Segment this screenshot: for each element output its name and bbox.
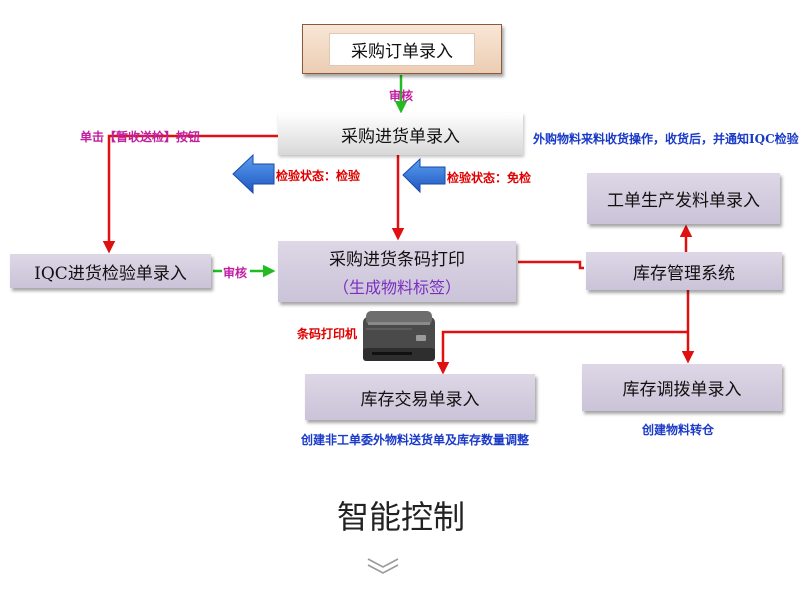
blue-arrow-left (232, 153, 275, 195)
printer-icon (363, 311, 435, 361)
box-barcode-print: 采购进货条码打印 （生成物料标签） (278, 241, 516, 302)
arrow-barcode-to-inventory (518, 260, 584, 270)
arrow-receipt-to-iqc (102, 134, 278, 254)
label-receive-note: 外购物料来料收货操作，收货后，并通知IQC检验 (533, 132, 799, 146)
box-work-order-issue-label: 工单生产发料单录入 (607, 191, 760, 211)
box-purchase-receipt: 采购进货单录入 (278, 113, 523, 155)
box-inventory-mgmt: 库存管理系统 (586, 252, 782, 290)
label-transfer-note: 创建物料转仓 (642, 423, 715, 437)
label-review-top: 审核 (389, 89, 414, 103)
box-purchase-order: 采购订单录入 (302, 24, 502, 74)
section-title: 智能控制 (336, 498, 465, 536)
label-transaction-note: 创建非工单委外物料送货单及库存数量调整 (301, 433, 530, 447)
box-barcode-print-sublabel: （生成物料标签） (332, 278, 461, 297)
box-purchase-receipt-label: 采购进货单录入 (341, 126, 460, 147)
box-barcode-print-label: 采购进货条码打印 (329, 250, 465, 270)
arrow-inventory-to-transaction (436, 330, 688, 375)
box-work-order-issue: 工单生产发料单录入 (587, 173, 780, 224)
label-inspect-status-exempt: 检验状态：免检 (447, 171, 532, 185)
blue-arrow-right (402, 157, 446, 194)
box-inventory-mgmt-label: 库存管理系统 (633, 263, 735, 284)
chevron-down-icon[interactable] (366, 556, 400, 576)
box-inventory-transfer-label: 库存调拨单录入 (622, 380, 742, 400)
label-click-button: 单击【暂收送检】按钮 (80, 130, 201, 144)
box-iqc-inspection-label: IQC进货检验单录入 (34, 263, 187, 284)
box-inventory-transaction: 库存交易单录入 (305, 374, 535, 420)
box-inventory-transfer: 库存调拨单录入 (582, 364, 782, 411)
label-printer: 条码打印机 (297, 327, 358, 341)
box-purchase-order-label: 采购订单录入 (329, 32, 475, 66)
box-inventory-transaction-label: 库存交易单录入 (360, 389, 480, 410)
label-review-left: 审核 (223, 266, 248, 280)
box-iqc-inspection: IQC进货检验单录入 (10, 254, 211, 288)
label-inspect-status-check: 检验状态：检验 (276, 169, 361, 183)
